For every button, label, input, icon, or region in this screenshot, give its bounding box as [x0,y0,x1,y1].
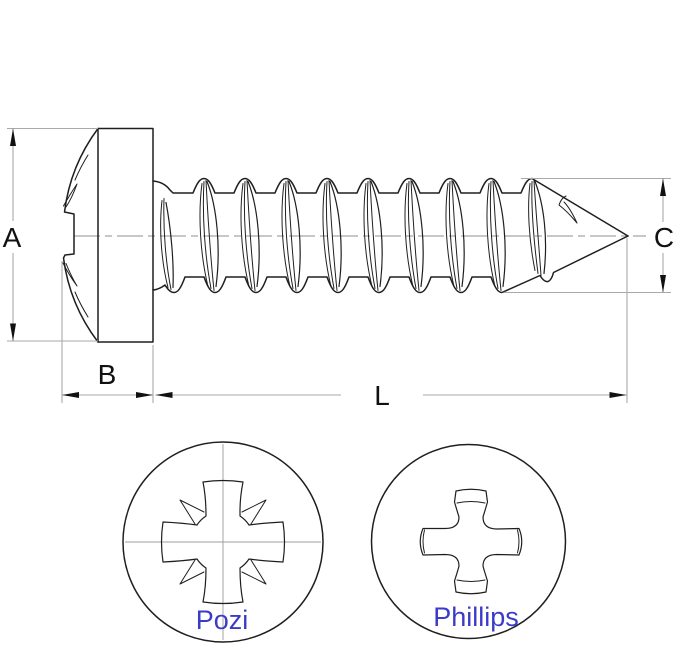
thread-top-outline [152,177,629,237]
phillips-cap-lines [422,501,520,582]
arrowhead-right [136,392,153,398]
screw-head [62,127,154,343]
head-rim-arcs [74,154,89,318]
thread-ridge-partial [160,198,174,290]
phillips-label: Phillips [433,602,519,632]
dimension-c: C [504,177,674,294]
thread-ridge-point [528,180,547,276]
dimension-b-label: B [98,359,117,390]
arrowhead-down [660,275,666,293]
recess-wing-marks [62,183,78,287]
arrowhead-up [660,178,666,196]
dimension-b: B [61,261,154,403]
pozi-drive-view: Pozi [122,441,324,643]
pozi-head-circle [122,441,324,643]
pozi-recess-outline [160,479,286,605]
dimension-c-label: C [654,222,674,253]
arrowhead-left [62,392,79,398]
phillips-recess-outline [419,488,523,595]
arrowhead-down [10,323,16,341]
dimension-a: A [3,127,98,342]
arrowhead-up [10,128,16,146]
pozi-crosshair [125,444,321,640]
thread-ridges [160,179,578,292]
thread-bottom-outline [152,235,629,294]
pozi-wing-marks [179,499,267,585]
phillips-drive-view: Phillips [370,443,567,640]
phillips-head-circle [370,443,567,640]
screw-side-view [62,127,646,343]
arrowhead-right [609,392,627,398]
dimension-l-label: L [374,380,390,411]
dimension-l: L [155,238,628,411]
thread-ridge [486,179,506,292]
arrowhead-left [155,392,173,398]
thread-runout-mark [558,195,578,224]
dimension-a-label: A [3,222,22,253]
pozi-label: Pozi [196,605,249,635]
